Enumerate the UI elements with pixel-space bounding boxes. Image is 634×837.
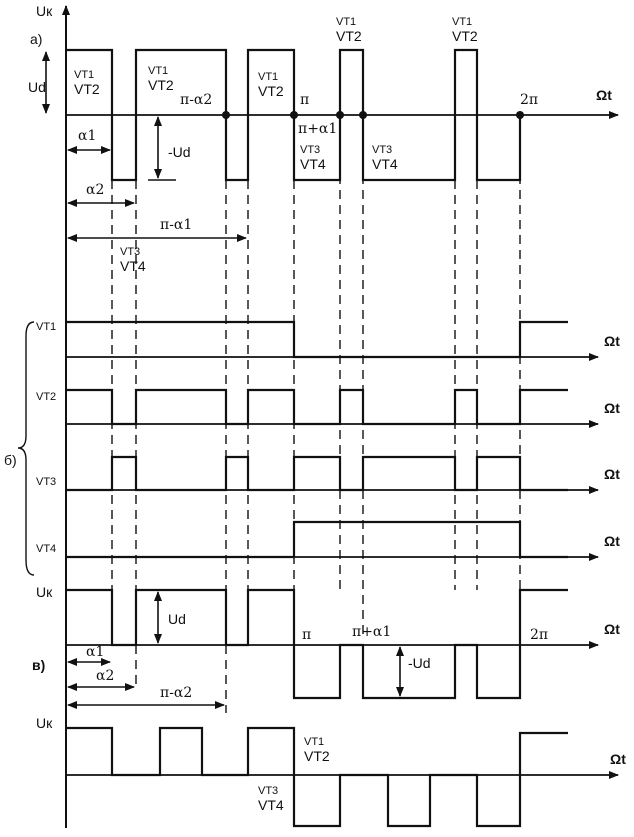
ud-label-a: Ud [28,79,46,95]
pi-minus-a2-label-v: π-α2 [160,685,192,701]
vt1-label-a5: VT1 [452,16,472,28]
pi-plus-a1-label-b: π+α1 [352,624,391,640]
vt2-label-a3: VT2 [258,83,284,99]
vt3-label-a3: VT3 [120,246,140,258]
waveform-a [66,48,522,182]
omega-t-label-vt2: Ωt [604,400,620,416]
waveform-v [66,726,568,828]
junction-dots [222,111,524,119]
omega-t-label-a: Ωt [596,87,612,103]
vt4-label-a2: VT4 [372,156,398,172]
ud-label-b: Ud [168,611,186,627]
neg-ud-label-a: -Ud [168,144,191,160]
neg-ud-label-b: -Ud [408,655,431,671]
alpha1-label-v: α1 [86,644,104,660]
vt4-label-a1: VT4 [300,156,326,172]
vt2-label-a2: VT2 [148,77,174,93]
vt2-label-a4: VT2 [336,28,362,44]
gate-vt3 [66,455,568,492]
brace-b [17,321,35,576]
omega-t-label-vt4: Ωt [604,533,620,549]
alpha1-label-a: α1 [78,128,96,144]
gate-vt2 [66,388,568,426]
vt2-label-a1: VT2 [74,81,100,97]
pi-plus-a1-label-a: π+α1 [298,121,337,137]
vt1-row-label: VT1 [36,321,56,333]
waveform-b [66,588,568,700]
vt4-label-a3: VT4 [120,258,146,274]
pi-minus-a1-label: π-α1 [160,217,192,233]
omega-t-label-v: Ωt [610,751,626,767]
vt1-label-a1: VT1 [74,69,94,81]
vt2-label-v: VT2 [304,748,330,764]
two-pi-label-b: 2π [530,627,548,643]
alpha2-label-a: α2 [86,182,104,198]
vt4-label-v: VT4 [258,797,284,813]
vt2-row-label: VT2 [36,391,56,403]
alpha2-label-v: α2 [96,668,114,684]
vt3-label-a1: VT3 [300,144,320,156]
two-pi-label-a: 2π [520,92,538,108]
gate-vt4 [66,520,568,559]
vt1-label-a4: VT1 [336,16,356,28]
section-a-label: а) [30,31,42,47]
vt1-label-v: VT1 [304,736,324,748]
omega-t-label-uk-b: Ωt [604,621,620,637]
omega-t-label-vt1: Ωt [604,333,620,349]
section-b-label: б) [4,452,17,468]
vt2-label-a5: VT2 [452,28,478,44]
section-v-label: в) [32,657,45,673]
vt1-label-a3: VT1 [258,71,278,83]
pi-label-b: π [302,627,311,643]
uk-axis-label-a: Uк [36,3,53,19]
vt3-label-a2: VT3 [372,144,392,156]
uk-label-b: Uк [36,584,53,600]
pi-label-a: π [300,92,309,108]
omega-t-label-vt3: Ωt [604,466,620,482]
pi-minus-a2-label: π-α2 [180,92,212,108]
uk-label-v: Uк [36,715,53,731]
gate-vt1 [66,320,568,359]
vt1-label-a2: VT1 [148,65,168,77]
vt3-label-v: VT3 [258,785,278,797]
vt4-row-label: VT4 [36,543,56,555]
vt3-row-label: VT3 [36,476,56,488]
